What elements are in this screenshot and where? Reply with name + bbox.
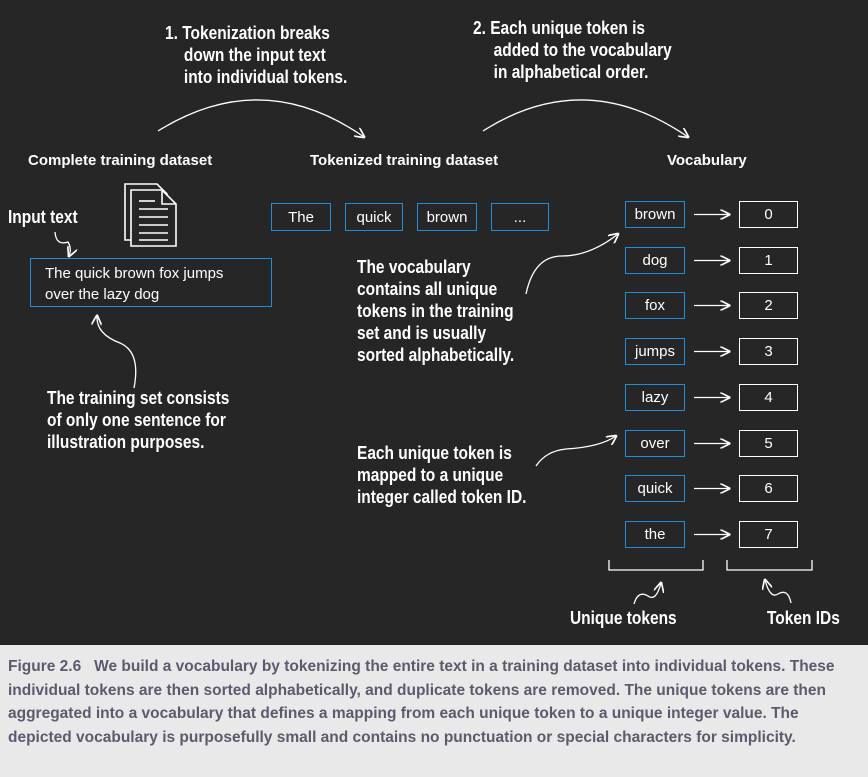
training-note-line: illustration purposes. — [47, 432, 205, 452]
complete-dataset-header: Complete training dataset — [28, 152, 213, 169]
step2-annotation: 2. Each unique token is added to the voc… — [473, 17, 672, 83]
token-ids-arrow — [765, 580, 792, 604]
vocabulary-note: The vocabulary contains all unique token… — [357, 256, 514, 366]
vocab-note-line: The vocabulary — [357, 257, 471, 277]
vocab-token: the — [625, 521, 685, 548]
vocab-token: brown — [625, 201, 685, 228]
input-text-label: Input text — [8, 207, 78, 227]
step1-arrow — [157, 99, 364, 137]
step1-line-3: into individual tokens. — [183, 67, 348, 87]
vocab-token-id: 2 — [739, 292, 798, 319]
vocab-token: over — [625, 430, 685, 457]
vocab-note-arrow — [525, 234, 618, 295]
caption-label: Figure 2.6 — [8, 658, 82, 675]
vocab-note-line: tokens in the training — [357, 301, 514, 321]
vocabulary-header: Vocabulary — [667, 152, 747, 169]
unique-tokens-arrow — [633, 583, 661, 605]
input-label-arrow — [54, 231, 70, 256]
mapping-note: Each unique token is mapped to a unique … — [357, 442, 526, 508]
vocab-token-id: 1 — [739, 247, 798, 274]
vocab-token-id: 4 — [739, 384, 798, 411]
token-ids-label: Token IDs — [767, 608, 840, 628]
training-note-arrow — [97, 316, 137, 389]
mapping-note-line: mapped to a unique — [357, 465, 504, 485]
vocab-note-line: sorted alphabetically. — [357, 345, 515, 365]
unique-tokens-label: Unique tokens — [570, 608, 677, 628]
step2-line-3: in alphabetical order. — [493, 62, 649, 82]
tokenized-token: quick — [345, 203, 403, 231]
vocab-token-id: 7 — [739, 521, 798, 548]
input-text-line-1: The quick brown fox jumps — [45, 265, 224, 282]
vocab-note-line: contains all unique — [357, 279, 498, 299]
mapping-note-line: Each unique token is — [357, 443, 512, 463]
step1-annotation: 1. Tokenization breaks down the input te… — [165, 22, 347, 88]
vocab-token-id: 0 — [739, 201, 798, 228]
vocab-token-id: 3 — [739, 338, 798, 365]
input-text-box: The quick brown fox jumps over the lazy … — [30, 258, 272, 307]
vocab-token-id: 6 — [739, 475, 798, 502]
vocab-token: dog — [625, 247, 685, 274]
token-ids-bracket — [726, 560, 813, 571]
tokenized-token: The — [271, 203, 331, 231]
vocab-token: fox — [625, 292, 685, 319]
training-set-note: The training set consists of only one se… — [47, 387, 229, 453]
figure-caption: Figure 2.6 We build a vocabulary by toke… — [0, 645, 868, 777]
step1-line-2: down the input text — [183, 45, 326, 65]
caption-paragraph: Figure 2.6 We build a vocabulary by toke… — [8, 655, 860, 749]
vocab-note-line: set and is usually — [357, 323, 487, 343]
training-note-line: The training set consists — [47, 388, 230, 408]
vocab-token: jumps — [625, 338, 685, 365]
token-id-arrows — [694, 215, 729, 535]
step2-arrow — [482, 99, 688, 137]
document-icon — [124, 183, 177, 247]
unique-tokens-bracket — [608, 560, 704, 571]
step2-line-1: 2. Each unique token is — [473, 18, 646, 38]
caption-text: We build a vocabulary by tokenizing the … — [8, 658, 835, 746]
step2-line-2: added to the vocabulary — [493, 40, 672, 60]
diagram-canvas: 1. Tokenization breaks down the input te… — [8, 17, 840, 628]
mapping-note-arrow — [535, 436, 616, 467]
vocab-token: quick — [625, 475, 685, 502]
mapping-note-line: integer called token ID. — [357, 487, 527, 507]
vocab-token-id: 5 — [739, 430, 798, 457]
training-note-line: of only one sentence for — [47, 410, 226, 430]
input-text-line-2: over the lazy dog — [45, 286, 160, 303]
tokenized-dataset-header: Tokenized training dataset — [310, 152, 499, 169]
tokenized-token-ellipsis: ... — [491, 203, 549, 231]
step1-line-1: 1. Tokenization breaks — [165, 23, 330, 43]
vocab-token: lazy — [625, 384, 685, 411]
tokenized-token: brown — [417, 203, 477, 231]
connector-arrows — [54, 99, 813, 605]
